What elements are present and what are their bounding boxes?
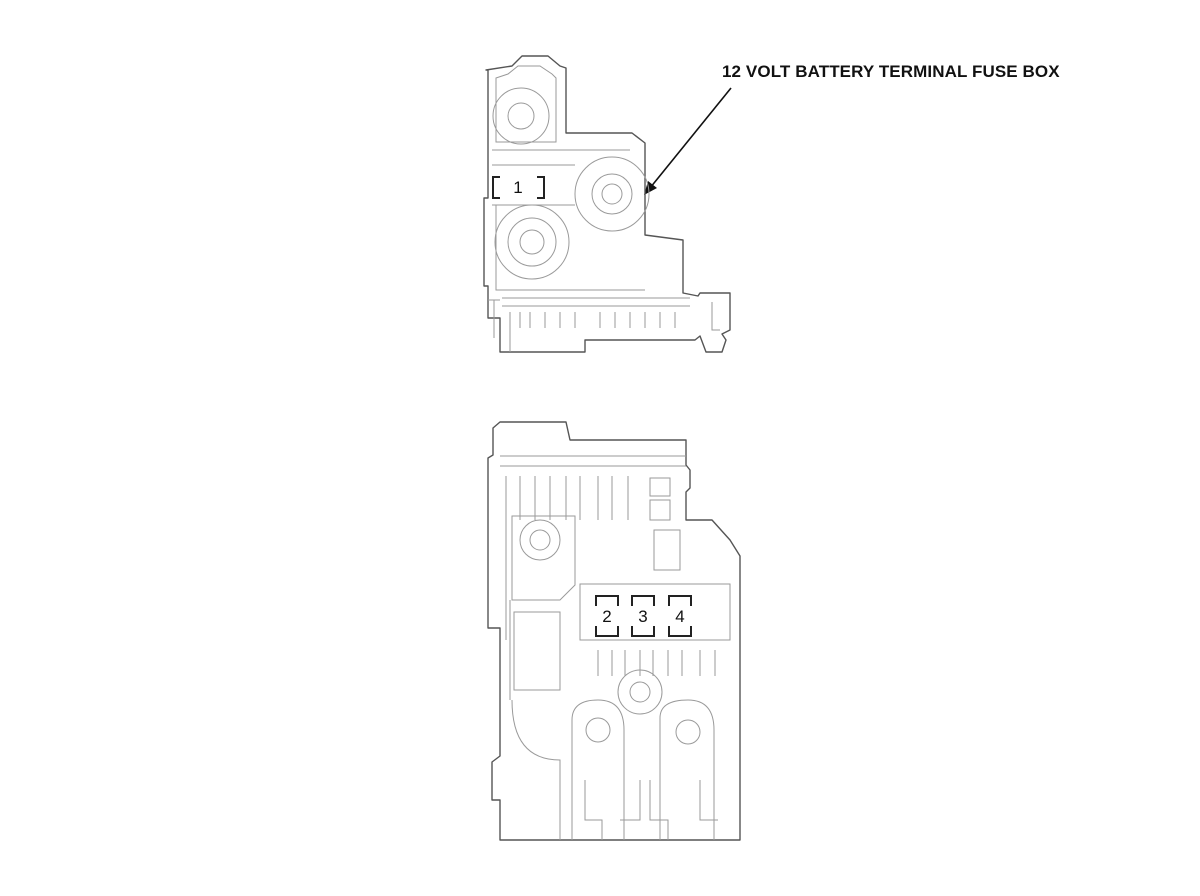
fuse-4: 4: [668, 595, 692, 637]
fuse-3: 3: [631, 595, 655, 637]
fuse-box-callout-label: 12 VOLT BATTERY TERMINAL FUSE BOX: [722, 62, 1060, 81]
fuse-3-number: 3: [638, 607, 647, 626]
fuse-4-number: 4: [675, 607, 684, 626]
fuse-2-number: 2: [602, 607, 611, 626]
fuse-2: 2: [595, 595, 619, 637]
fuse-1-number: 1: [513, 178, 522, 197]
callout-arrow: [644, 87, 732, 195]
fuse-1: 1: [492, 176, 545, 199]
bottom-fuse-box: 2 3 4: [487, 421, 741, 841]
top-fuse-box: 1: [483, 55, 731, 353]
